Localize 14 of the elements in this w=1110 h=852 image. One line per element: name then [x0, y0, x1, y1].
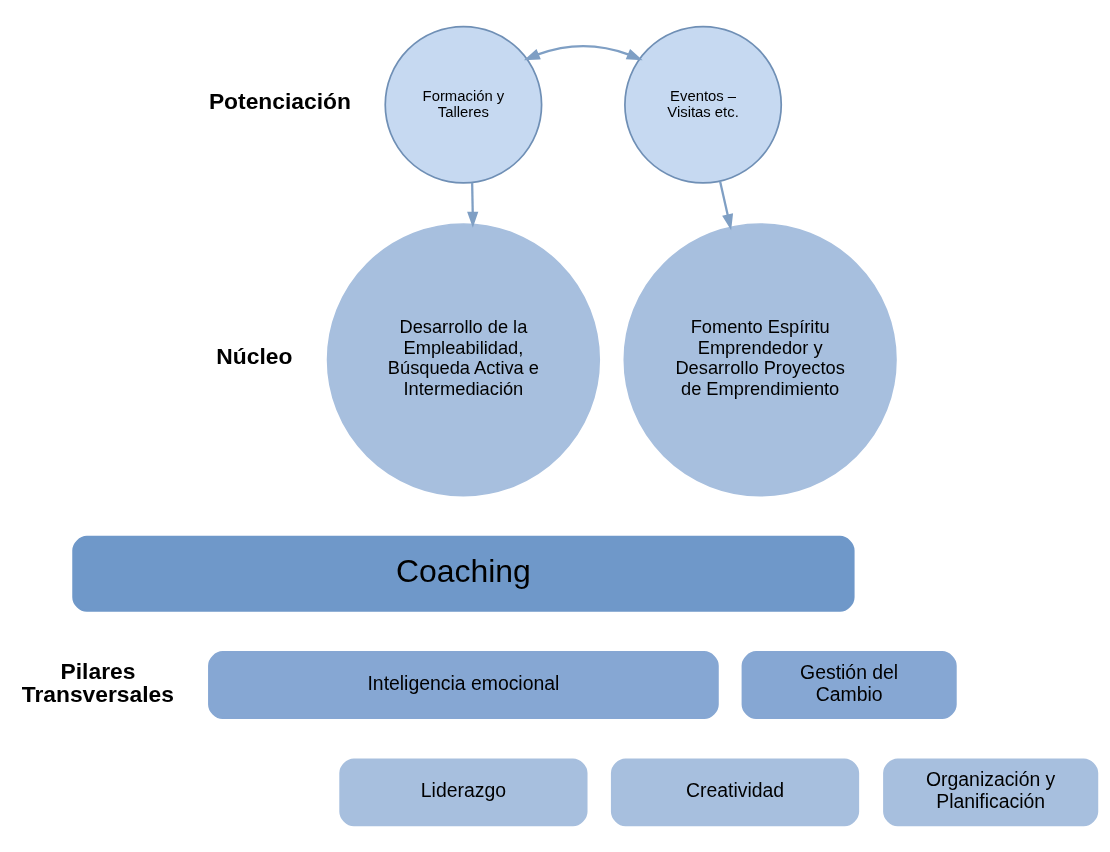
node-box: Organización y Planificación — [883, 758, 1099, 827]
node-circle: Fomento Espíritu Emprendedor y Desarrollo Proyectos de Emprendimiento — [623, 223, 897, 497]
node-box: Coaching — [72, 535, 855, 612]
node-circle: Desarrollo de la Empleabilidad, Búsqueda Activa e Intermediación — [326, 223, 601, 497]
label: Núcleo — [216, 343, 293, 370]
node-box: Liderazgo — [339, 758, 588, 827]
arrow — [467, 182, 479, 228]
node-box: Inteligencia emocional — [208, 651, 719, 719]
label: Potenciación — [208, 88, 351, 115]
arrow — [523, 45, 643, 61]
node-box: Gestión del Cambio — [741, 651, 957, 719]
node-box: Creatividad — [610, 758, 860, 827]
arrow — [719, 181, 734, 231]
label: Pilares Transversales — [21, 658, 174, 708]
